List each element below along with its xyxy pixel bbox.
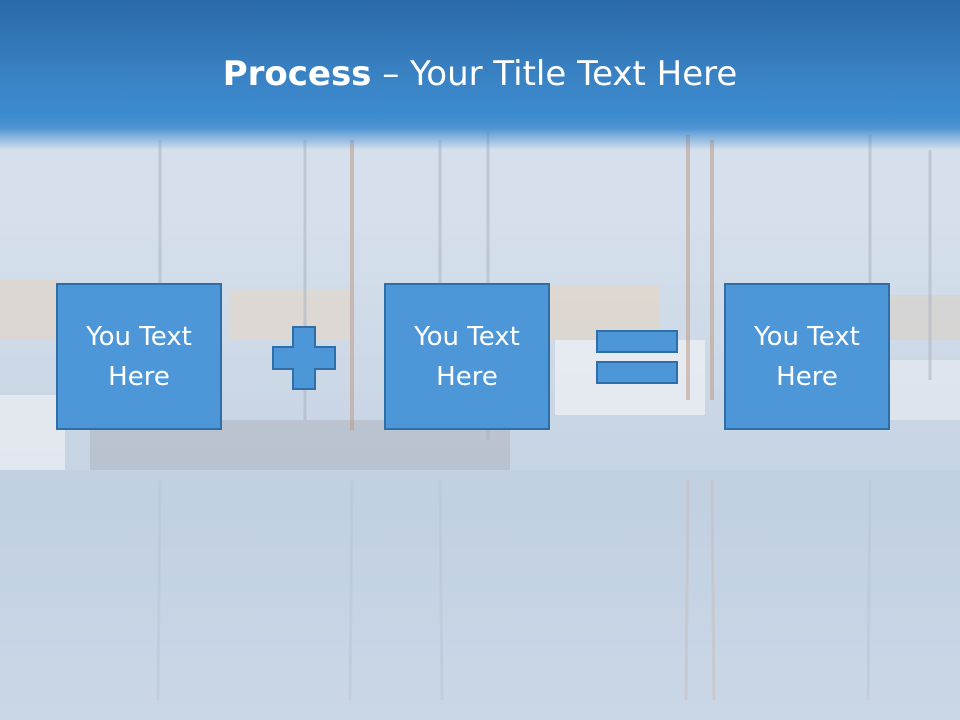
slide-title: Process – Your Title Text Here bbox=[0, 50, 960, 98]
process-step-box-3: You Text Here bbox=[724, 283, 890, 430]
title-bold-text: Process bbox=[222, 54, 372, 94]
equals-icon bbox=[596, 330, 678, 384]
title-rest-text: – Your Title Text Here bbox=[371, 54, 738, 94]
step-3-text: You Text Here bbox=[754, 321, 860, 392]
process-step-box-2: You Text Here bbox=[384, 283, 550, 430]
process-step-box-1: You Text Here bbox=[56, 283, 222, 430]
step-1-text: You Text Here bbox=[86, 321, 192, 392]
title-band bbox=[0, 0, 960, 150]
plus-icon bbox=[272, 326, 336, 390]
step-2-text: You Text Here bbox=[414, 321, 520, 392]
